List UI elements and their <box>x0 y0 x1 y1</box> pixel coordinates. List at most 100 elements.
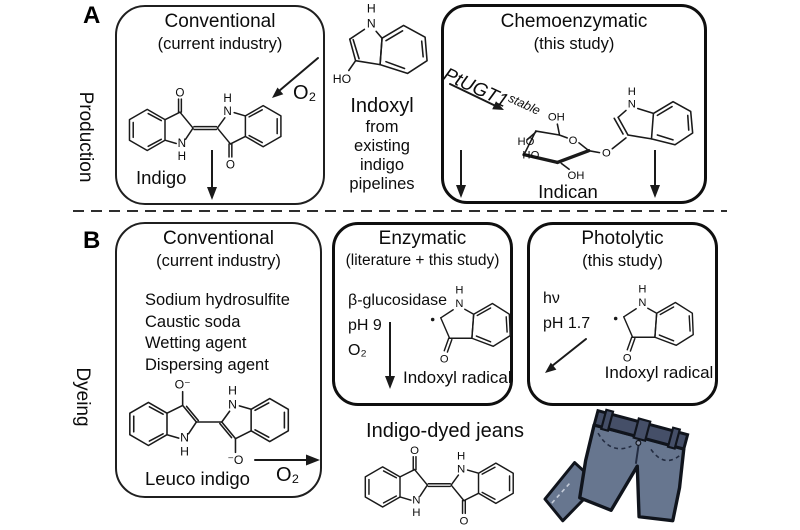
box-title: Conventional <box>164 11 276 32</box>
indican-structure: OH O HO HO OH O N H <box>518 86 694 182</box>
conventional-production-box <box>115 5 325 205</box>
atom-label-h: H <box>455 285 463 297</box>
condition-list: hν pH 1.7 <box>543 286 590 336</box>
down-arrow <box>650 150 660 198</box>
atom-label-n: N <box>367 16 376 30</box>
box-title: Enzymatic <box>378 228 467 249</box>
jeans-icon <box>543 408 690 523</box>
atom-label-o-minus: ⁻O <box>227 453 243 467</box>
atom-label-h: H <box>412 507 420 519</box>
dyeing-axis-label: Dyeing <box>72 367 93 427</box>
feedstock-line: pipelines <box>349 175 415 193</box>
atom-label-h: H <box>178 150 186 163</box>
conventional-dyeing-box <box>115 222 322 498</box>
atom-label-o: O <box>459 515 468 527</box>
box-title: Conventional <box>163 228 274 249</box>
enzyme-arrow <box>449 83 504 110</box>
box-subtitle: (current industry) <box>157 35 283 53</box>
atom-label-ho: HO <box>333 72 351 86</box>
box-title: Photolytic <box>581 228 664 249</box>
condition-item: hν <box>543 290 560 307</box>
reagent-item: Caustic soda <box>145 312 241 331</box>
indigo-structure: O N H O N H <box>364 445 514 527</box>
atom-label-h: H <box>457 451 465 463</box>
atom-label-h: H <box>367 2 376 16</box>
molecule-label-indoxyl-radical: Indoxyl radical <box>604 363 714 382</box>
atom-label-ho: HO <box>518 136 535 148</box>
reagent-item: Wetting agent <box>145 334 247 352</box>
atom-label-n: N <box>223 105 231 118</box>
atom-label-h: H <box>628 86 636 98</box>
atom-label-o: O <box>569 135 578 147</box>
atom-label-o-minus: O⁻ <box>175 378 191 392</box>
atom-label-o: O <box>410 445 419 457</box>
molecule-label-leuco-indigo: Leuco indigo <box>145 468 250 489</box>
feedstock-name: Indoxyl <box>350 95 414 117</box>
feedstock-line: existing <box>354 137 410 155</box>
radical-dot <box>613 316 618 321</box>
production-axis-label: Production <box>75 91 96 183</box>
panel-b-label: B <box>83 227 101 254</box>
atom-label-n: N <box>455 298 463 310</box>
atom-label-oh: OH <box>548 111 565 123</box>
reagent-list: Sodium hydrosulfite Caustic soda Wetting… <box>145 290 290 376</box>
condition-item: pH 9 <box>348 317 382 334</box>
atom-label-n: N <box>180 431 189 445</box>
oxidation-arrow <box>272 57 319 98</box>
molecule-label-indoxyl-radical: Indoxyl radical <box>403 368 512 387</box>
product-label: Indigo-dyed jeans <box>366 420 524 442</box>
oxidation-arrow <box>254 454 320 466</box>
molecule-label-indigo: Indigo <box>136 167 187 188</box>
photolysis-arrow <box>545 338 587 373</box>
oxygen-label: O₂ <box>293 82 317 104</box>
atom-label-h: H <box>180 444 189 458</box>
feedstock-line: indigo <box>359 156 405 174</box>
atom-label-n: N <box>228 397 237 411</box>
atom-label-h: H <box>638 284 646 296</box>
down-arrow <box>207 150 217 200</box>
condition-item: pH 1.7 <box>543 315 591 332</box>
indoxyl-radical-structure: H N O <box>613 284 694 364</box>
box-subtitle: (literature + this study) <box>345 252 500 269</box>
box-subtitle: (current industry) <box>156 252 281 270</box>
oxygen-label: O₂ <box>276 464 300 486</box>
atom-label-n: N <box>638 297 646 309</box>
reagent-item: Dispersing agent <box>145 355 269 374</box>
condition-item: β-glucosidase <box>348 292 448 309</box>
condition-list: β-glucosidase pH 9 O₂ <box>348 288 447 363</box>
feedstock-description: from existing indigo pipelines <box>322 118 442 194</box>
feedstock-line: from <box>365 118 399 136</box>
box-title: Chemoenzymatic <box>500 11 648 32</box>
reagent-item: Sodium hydrosulfite <box>145 291 290 309</box>
jeans-button <box>635 439 642 446</box>
panel-divider <box>73 210 727 212</box>
atom-label-o: O <box>602 148 611 160</box>
enzymatic-box <box>332 222 513 406</box>
box-subtitle: (this study) <box>533 35 615 53</box>
panel-a-label: A <box>83 2 101 29</box>
atom-label-oh: OH <box>568 170 585 182</box>
indigo-structure: O N H O N H <box>128 86 282 171</box>
radical-dot <box>430 317 435 322</box>
chemoenzymatic-box <box>441 4 707 204</box>
atom-label-o: O <box>175 86 184 99</box>
atom-label-o: O <box>226 158 235 171</box>
atom-label-n: N <box>178 137 186 150</box>
down-arrow <box>385 322 395 389</box>
molecule-label-indican: Indican <box>538 181 598 202</box>
atom-label-o: O <box>623 352 632 364</box>
indoxyl-radical-structure: H N O <box>430 285 511 365</box>
atom-label-h: H <box>223 92 231 105</box>
down-arrow <box>456 150 466 198</box>
jeans-body <box>578 408 690 523</box>
box-subtitle: (this study) <box>582 252 663 270</box>
photolytic-box <box>527 222 718 406</box>
atom-label-n: N <box>628 99 636 111</box>
atom-label-n: N <box>412 494 420 506</box>
atom-label-h: H <box>228 384 237 398</box>
atom-label-o: O <box>440 353 449 365</box>
atom-label-n: N <box>457 463 465 475</box>
atom-label-ho: HO <box>522 150 539 162</box>
condition-item: O₂ <box>348 342 367 359</box>
